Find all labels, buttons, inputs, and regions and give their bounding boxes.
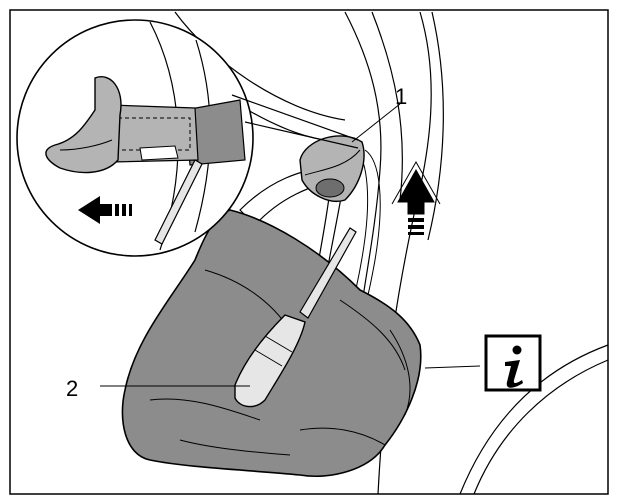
screwdriver — [234, 227, 357, 408]
leftward-arrow-icon — [78, 196, 132, 224]
door-outline — [459, 344, 609, 495]
callout-2: 2 — [66, 376, 78, 401]
callout-leaders — [100, 103, 481, 387]
info-icon — [484, 334, 542, 392]
detail-inset — [16, 19, 359, 257]
upward-arrow-icon — [391, 160, 441, 235]
callout-1: 1 — [395, 84, 407, 109]
trim-clip — [299, 135, 365, 202]
